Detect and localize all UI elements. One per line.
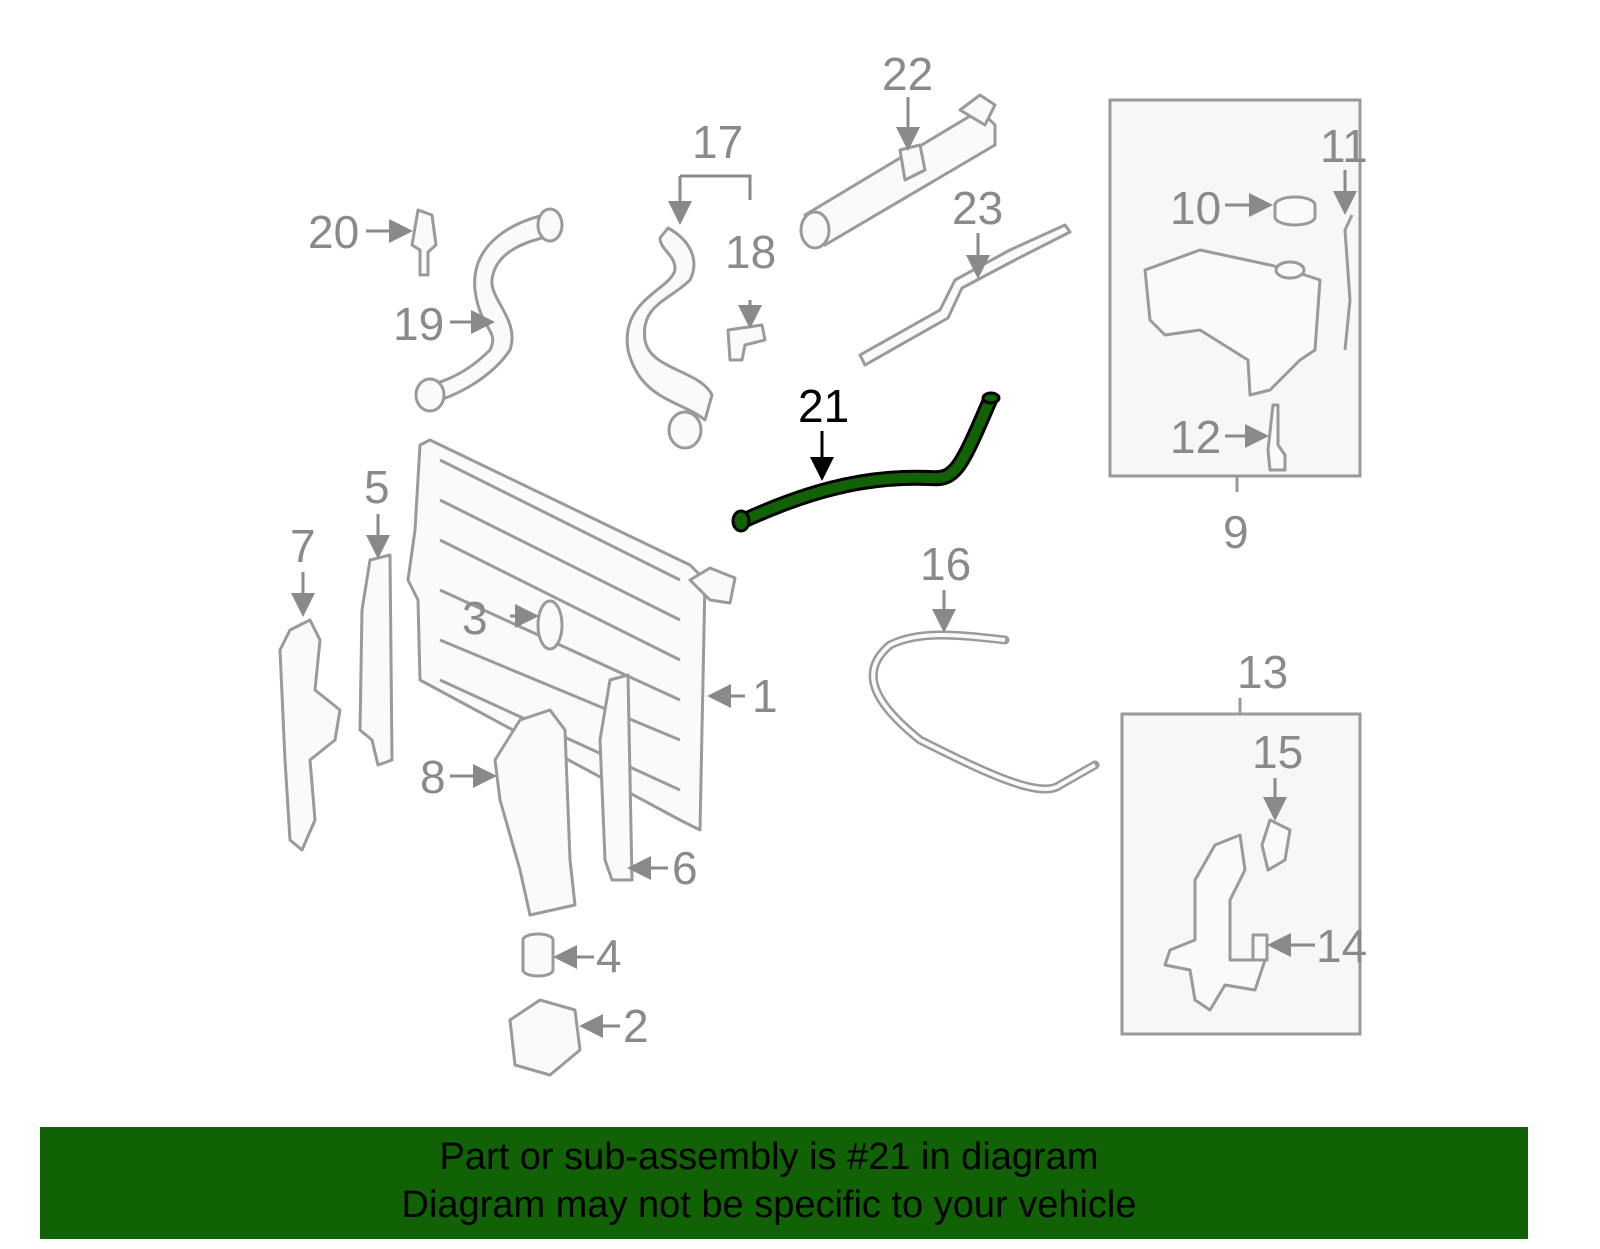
hose-part-17[interactable] <box>625 226 714 422</box>
label-22: 22 <box>882 48 933 100</box>
bracket-part-13[interactable] <box>1163 833 1267 1012</box>
label-10: 10 <box>1170 182 1221 234</box>
part-info-banner: Part or sub-assembly is #21 in diagram D… <box>40 1127 1528 1239</box>
radiator-part-1[interactable] <box>406 438 737 832</box>
label-6: 6 <box>672 842 698 894</box>
label-16: 16 <box>920 538 971 590</box>
label-9: 9 <box>1223 506 1249 558</box>
bleeder-part-20[interactable] <box>410 208 438 277</box>
callout-arrows <box>291 97 1357 1038</box>
label-20: 20 <box>308 206 359 258</box>
pipe-part-23[interactable] <box>858 223 1072 367</box>
label-8: 8 <box>420 751 446 803</box>
banner-line-1: Part or sub-assembly is #21 in diagram <box>439 1136 1099 1178</box>
bushing-part-4[interactable] <box>521 932 555 978</box>
label-15: 15 <box>1252 726 1303 778</box>
o-ring-part-3[interactable] <box>536 599 564 651</box>
cap-part-10[interactable] <box>1273 195 1317 227</box>
label-4: 4 <box>596 930 622 982</box>
label-3: 3 <box>462 592 488 644</box>
label-2: 2 <box>623 1000 649 1052</box>
label-1: 1 <box>752 670 778 722</box>
water-hose-part-21[interactable] <box>731 391 1001 533</box>
label-19: 19 <box>393 298 444 350</box>
bracket-part-15[interactable] <box>1260 818 1292 872</box>
label-18: 18 <box>725 226 776 278</box>
clip-part-18[interactable] <box>726 323 767 362</box>
air-deflector-part-8[interactable] <box>493 708 577 917</box>
hose-part-16[interactable] <box>868 630 1100 794</box>
sensor-part-12[interactable] <box>1266 403 1287 472</box>
hose-part-11[interactable] <box>1343 214 1354 351</box>
label-14: 14 <box>1316 920 1367 972</box>
label-7: 7 <box>290 520 316 572</box>
seal-part-5[interactable] <box>358 553 394 767</box>
label-17: 17 <box>692 116 743 168</box>
label-5: 5 <box>364 461 390 513</box>
seal-part-6[interactable] <box>598 673 634 882</box>
clip-part-14[interactable] <box>1251 933 1269 962</box>
label-12: 12 <box>1170 411 1221 463</box>
banner-line-2: Diagram may not be specific to your vehi… <box>401 1184 1137 1226</box>
mount-part-2[interactable] <box>508 998 582 1077</box>
label-11: 11 <box>1320 120 1368 172</box>
label-23: 23 <box>952 182 1003 234</box>
reservoir-part-9[interactable] <box>1143 248 1322 397</box>
label-13: 13 <box>1237 646 1288 698</box>
bracket-part-7[interactable] <box>278 618 342 852</box>
label-21: 21 <box>798 380 849 432</box>
